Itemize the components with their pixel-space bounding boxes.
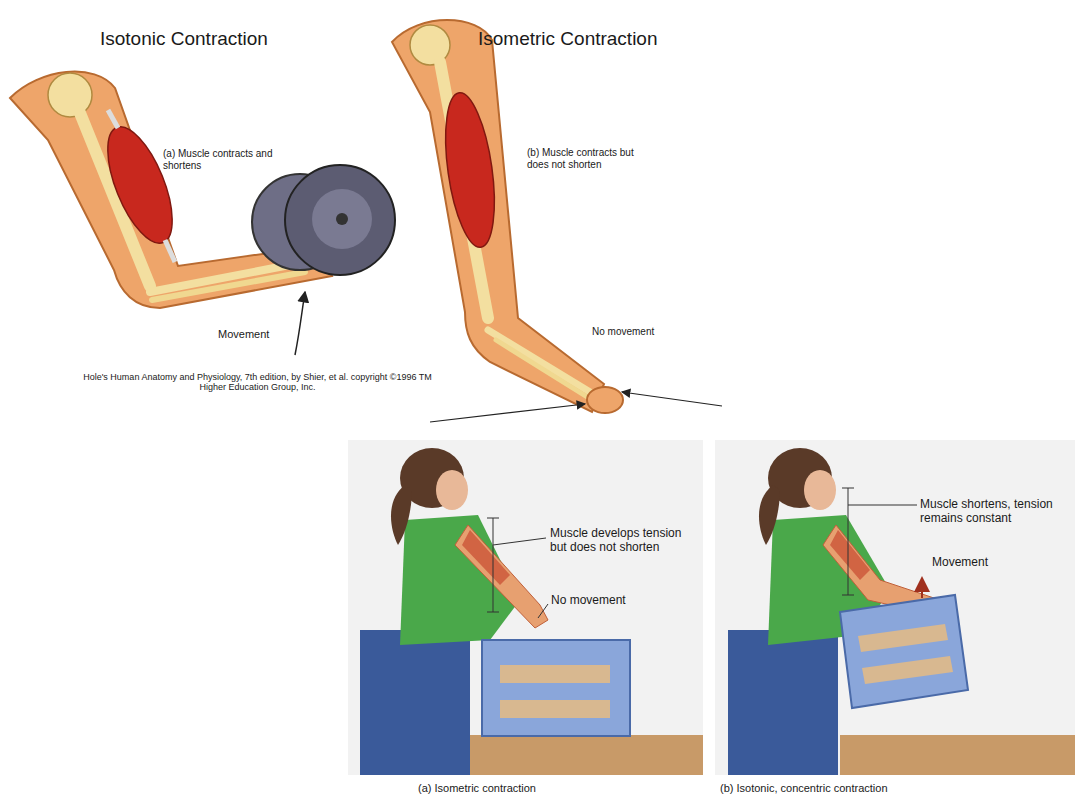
- heading: Isometric Contraction: [478, 28, 708, 50]
- callout-label: Movement: [932, 556, 1032, 570]
- figure-caption: (b) Isotonic, concentric contraction: [720, 782, 1020, 795]
- callout-label: Muscle develops tension but does not sho…: [550, 527, 690, 555]
- isotonic-arm: [10, 72, 395, 355]
- callout-label: (b) Muscle contracts but does not shorte…: [527, 147, 642, 170]
- isometric-arm: [392, 20, 722, 422]
- callout-label: No movement: [551, 594, 671, 608]
- heading: Isotonic Contraction: [100, 28, 320, 50]
- callout-label: No movement: [592, 326, 682, 338]
- callout-label: Movement: [218, 328, 288, 341]
- credit-note: Hole's Human Anatomy and Physiology, 7th…: [80, 372, 435, 393]
- isometric-photo: [348, 440, 703, 775]
- figure-caption: (a) Isometric contraction: [418, 782, 618, 795]
- callout-label: (a) Muscle contracts and shortens: [163, 148, 283, 171]
- callout-label: Muscle shortens, tension remains constan…: [920, 498, 1070, 526]
- isotonic-photo: [715, 440, 1075, 775]
